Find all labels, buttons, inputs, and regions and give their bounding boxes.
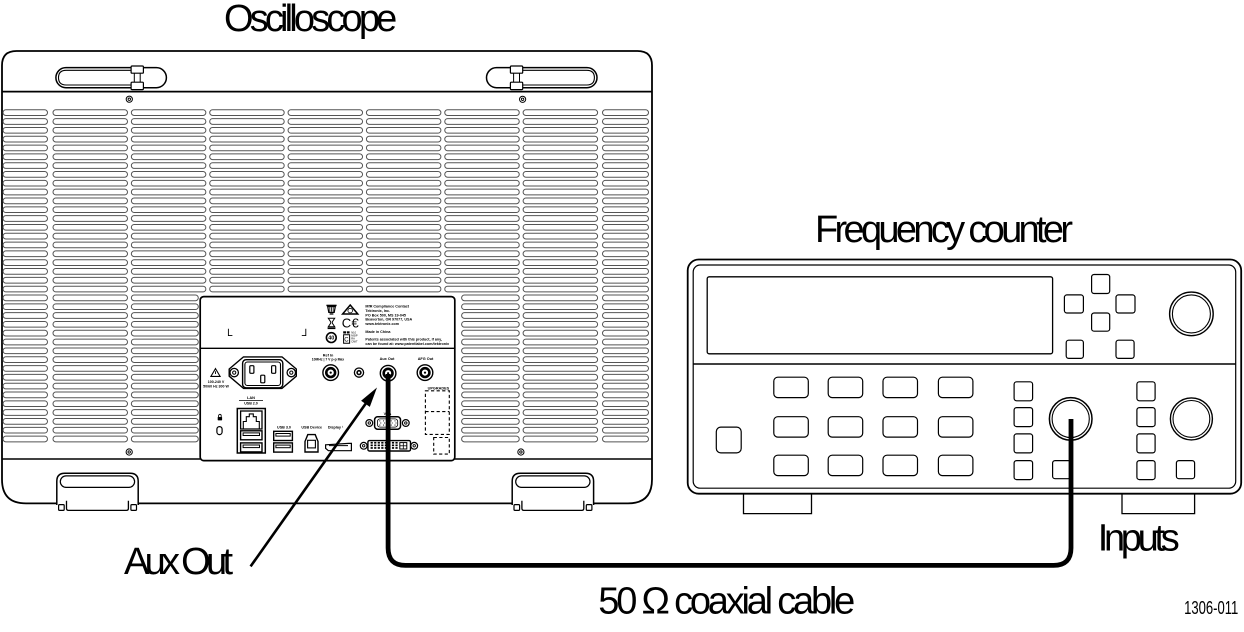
svg-text:10MHz | 7 V p-p Max: 10MHz | 7 V p-p Max	[312, 358, 345, 362]
svg-text:Oscilloscope: Oscilloscope	[224, 0, 397, 40]
svg-text:Display ¹: Display ¹	[328, 425, 344, 429]
svg-text:40: 40	[328, 336, 334, 342]
svg-text:can be found at: www.patentlab: can be found at: www.patentlabel.com/tek…	[365, 342, 450, 346]
svg-text:MSIP: MSIP	[351, 334, 358, 338]
svg-text:Made in China: Made in China	[365, 330, 391, 334]
svg-text:UPGRADES: UPGRADES	[428, 387, 450, 391]
svg-text:LAN: LAN	[247, 395, 255, 400]
svg-text:N10: N10	[351, 331, 356, 335]
svg-text:Patents associated with this p: Patents associated with this product, if…	[365, 338, 442, 342]
svg-text:C€: C€	[342, 316, 360, 331]
svg-text:CMIT: CMIT	[351, 340, 358, 344]
svg-text:C: C	[344, 338, 349, 344]
svg-text:Beaverton, OR 97077, USA: Beaverton, OR 97077, USA	[365, 318, 412, 322]
svg-text:Aux Out: Aux Out	[380, 357, 396, 361]
svg-text:RA: RA	[351, 337, 355, 341]
svg-text:50/60 Hz 300 W: 50/60 Hz 300 W	[203, 385, 229, 389]
svg-text:USB 2.0: USB 2.0	[244, 402, 258, 406]
svg-text:PO Box 500, MS 19-045: PO Box 500, MS 19-045	[365, 313, 406, 317]
svg-text:100-240 V: 100-240 V	[208, 380, 225, 384]
svg-text:USB Device: USB Device	[301, 425, 322, 429]
svg-text:Inputs: Inputs	[1098, 518, 1180, 560]
svg-text:MfR Compliance Contact: MfR Compliance Contact	[365, 305, 409, 309]
svg-text:Aux Out: Aux Out	[124, 541, 233, 583]
svg-text:USB 3.0: USB 3.0	[277, 425, 291, 429]
svg-text:AFG Out: AFG Out	[418, 357, 434, 361]
svg-text:Tektronix, Inc.: Tektronix, Inc.	[365, 309, 390, 313]
svg-text:50 Ω coaxial cable: 50 Ω coaxial cable	[598, 580, 855, 622]
svg-text:Frequency counter: Frequency counter	[815, 209, 1073, 251]
svg-text:www.tektronix.com: www.tektronix.com	[364, 322, 399, 326]
svg-text:Ref In: Ref In	[323, 353, 334, 357]
svg-text:1306-011: 1306-011	[1184, 598, 1238, 618]
